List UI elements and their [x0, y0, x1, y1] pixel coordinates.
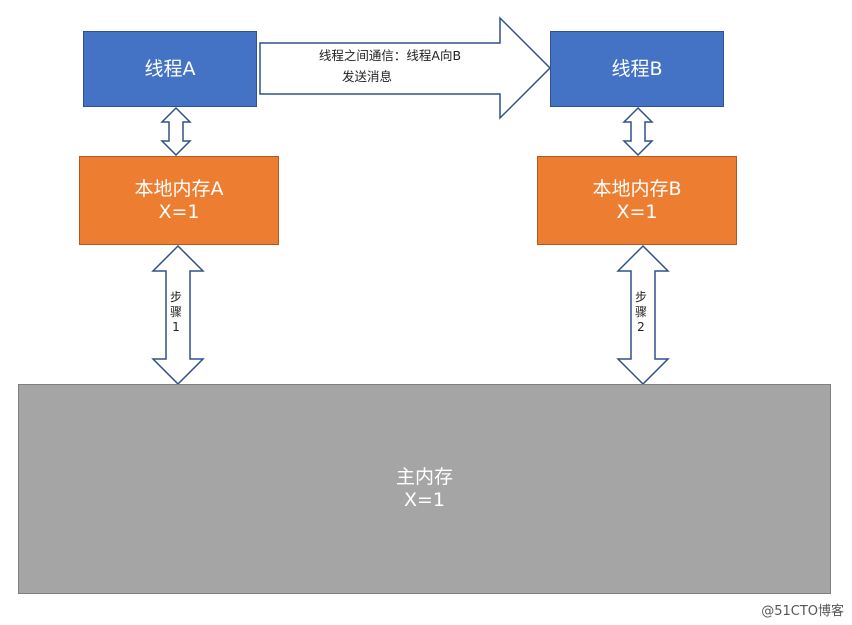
local-memory-b-title: 本地内存B: [592, 177, 682, 200]
step1-char1: 步: [169, 290, 182, 304]
thread-a-box: 线程A: [83, 31, 257, 107]
main-memory-box: 主内存 X=1: [18, 384, 831, 594]
main-memory-value: X=1: [403, 489, 446, 511]
step1-char2: 骤: [169, 305, 182, 319]
step2-label: 步 骤 2: [631, 290, 651, 335]
step1-label: 步 骤 1: [166, 290, 186, 335]
main-memory-title: 主内存: [395, 466, 453, 489]
step2-char3: 2: [637, 320, 645, 334]
thread-b-local-b-arrow: [622, 106, 654, 157]
local-memory-b-value: X=1: [616, 200, 658, 223]
message-line1: 线程之间通信：线程A向B: [318, 48, 462, 63]
thread-b-label: 线程B: [611, 57, 663, 80]
local-memory-b-box: 本地内存B X=1: [537, 156, 737, 245]
step1-char3: 1: [172, 320, 180, 334]
thread-a-local-a-arrow: [160, 106, 192, 157]
local-memory-a-title: 本地内存A: [134, 177, 224, 200]
message-line2: 发送消息: [342, 69, 393, 85]
local-memory-a-value: X=1: [158, 200, 200, 223]
message-arrow: [259, 16, 552, 120]
step2-char2: 骤: [634, 305, 647, 319]
local-memory-a-box: 本地内存A X=1: [79, 156, 279, 245]
thread-b-box: 线程B: [550, 31, 724, 107]
message-arrow-text: 线程之间通信：线程A向B 发送消息: [300, 45, 480, 88]
step2-char1: 步: [634, 290, 647, 304]
thread-a-label: 线程A: [144, 57, 196, 80]
watermark: @51CTO博客: [761, 604, 844, 619]
